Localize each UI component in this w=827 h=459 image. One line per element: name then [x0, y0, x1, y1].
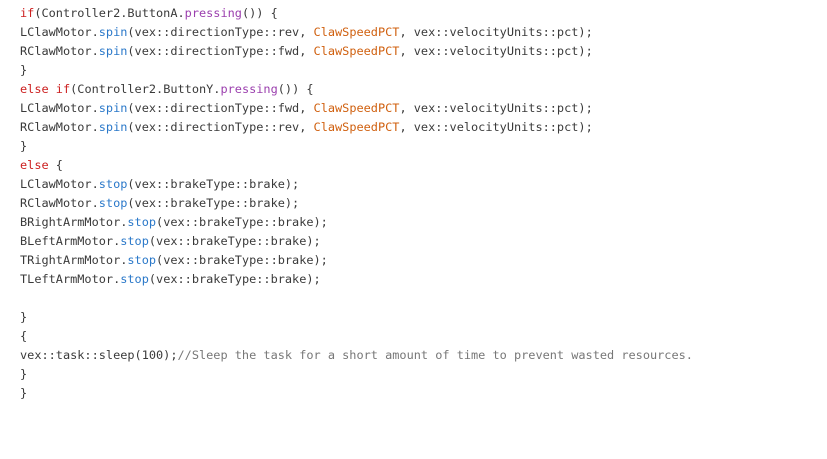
code-line: }	[20, 61, 827, 80]
code-token-plain: RClawMotor.	[20, 196, 99, 210]
code-token-plain: LClawMotor.	[20, 177, 99, 191]
code-token-plain: (Controller2.ButtonA.	[34, 6, 185, 20]
code-token-method: spin	[98, 120, 128, 134]
code-token-plain: LClawMotor.	[20, 101, 99, 115]
code-line: }	[20, 365, 827, 384]
code-token-method: stop	[120, 272, 149, 286]
code-token-plain: , vex::velocityUnits::pct);	[399, 101, 593, 115]
code-token-plain: BLeftArmMotor.	[20, 234, 121, 248]
code-token-method: spin	[98, 101, 128, 115]
code-token-plain: {	[48, 158, 63, 172]
code-token-plain: , vex::velocityUnits::pct);	[399, 25, 593, 39]
code-token-plain: , vex::velocityUnits::pct);	[399, 120, 593, 134]
code-token-plain: , vex::velocityUnits::pct);	[399, 44, 593, 58]
code-token-plain: (vex::brakeType::brake);	[156, 253, 328, 267]
code-token-method: spin	[98, 25, 128, 39]
code-token-variable: ClawSpeedPCT	[313, 101, 400, 115]
code-token-plain: (vex::brakeType::brake);	[148, 272, 321, 286]
code-token-plain: (vex::directionType::fwd,	[127, 44, 314, 58]
code-line: }	[20, 384, 827, 403]
code-line	[20, 289, 827, 308]
code-token-plain: ()) {	[241, 6, 278, 20]
code-token-plain: (vex::brakeType::brake);	[127, 177, 300, 191]
code-line: if(Controller2.ButtonA.pressing()) {	[20, 4, 827, 23]
code-token-plain: vex::task::sleep(100);	[20, 348, 178, 362]
code-token-plain: (vex::brakeType::brake);	[127, 196, 300, 210]
code-line: LClawMotor.stop(vex::brakeType::brake);	[20, 175, 827, 194]
code-token-plain: }	[20, 310, 28, 324]
code-line: BRightArmMotor.stop(vex::brakeType::brak…	[20, 213, 827, 232]
code-line: vex::task::sleep(100);//Sleep the task f…	[20, 346, 827, 365]
code-token-method: stop	[127, 253, 157, 267]
code-token-plain: }	[20, 367, 28, 381]
code-line: TLeftArmMotor.stop(vex::brakeType::brake…	[20, 270, 827, 289]
code-token-plain: }	[20, 386, 28, 400]
code-token-variable: ClawSpeedPCT	[313, 120, 400, 134]
code-token-method: spin	[98, 44, 128, 58]
code-line: }	[20, 137, 827, 156]
code-line: else {	[20, 156, 827, 175]
code-line: RClawMotor.stop(vex::brakeType::brake);	[20, 194, 827, 213]
code-line: LClawMotor.spin(vex::directionType::rev,…	[20, 23, 827, 42]
code-token-plain: (vex::brakeType::brake);	[156, 215, 328, 229]
code-token-plain: RClawMotor.	[20, 120, 99, 134]
code-token-plain: (vex::brakeType::brake);	[148, 234, 321, 248]
code-token-special-method: pressing	[220, 82, 278, 96]
code-token-plain: (vex::directionType::fwd,	[127, 101, 314, 115]
code-line: RClawMotor.spin(vex::directionType::fwd,…	[20, 42, 827, 61]
code-token-special-method: pressing	[184, 6, 242, 20]
code-token-plain: TLeftArmMotor.	[20, 272, 121, 286]
code-token-keyword: else	[20, 158, 49, 172]
code-token-plain: TRightArmMotor.	[20, 253, 128, 267]
code-token-plain: BRightArmMotor.	[20, 215, 128, 229]
code-line: TRightArmMotor.stop(vex::brakeType::brak…	[20, 251, 827, 270]
code-token-plain: }	[20, 63, 28, 77]
code-token-plain: (vex::directionType::rev,	[127, 25, 314, 39]
code-line: else if(Controller2.ButtonY.pressing()) …	[20, 80, 827, 99]
code-token-plain: (vex::directionType::rev,	[127, 120, 314, 134]
code-line: BLeftArmMotor.stop(vex::brakeType::brake…	[20, 232, 827, 251]
code-line: LClawMotor.spin(vex::directionType::fwd,…	[20, 99, 827, 118]
code-line: }	[20, 308, 827, 327]
code-token-keyword: if	[20, 6, 35, 20]
code-token-method: stop	[98, 196, 128, 210]
code-token-method: stop	[98, 177, 128, 191]
code-token-variable: ClawSpeedPCT	[313, 25, 400, 39]
code-line: {	[20, 327, 827, 346]
code-token-method: stop	[120, 234, 149, 248]
code-token-plain: (Controller2.ButtonY.	[70, 82, 221, 96]
code-token-plain: RClawMotor.	[20, 44, 99, 58]
code-token-plain: {	[20, 329, 28, 343]
code-token-keyword: else if	[20, 82, 71, 96]
code-line: RClawMotor.spin(vex::directionType::rev,…	[20, 118, 827, 137]
code-token-plain: }	[20, 139, 28, 153]
code-token-method: stop	[127, 215, 157, 229]
code-token-variable: ClawSpeedPCT	[313, 44, 400, 58]
code-token-plain: ()) {	[277, 82, 314, 96]
code-token-plain: LClawMotor.	[20, 25, 99, 39]
code-token-comment: //Sleep the task for a short amount of t…	[177, 348, 693, 362]
